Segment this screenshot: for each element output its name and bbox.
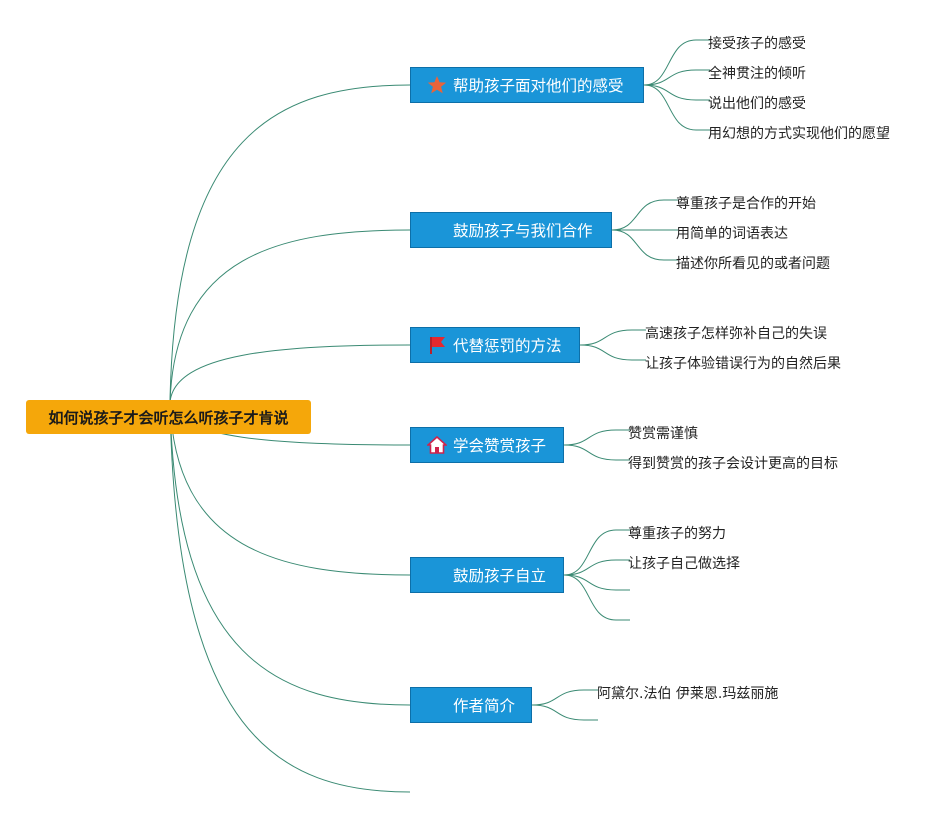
root-branch-connector xyxy=(169,401,411,576)
branch-topic-author[interactable]: 作者简介 xyxy=(410,687,532,723)
branch-leaf-connector xyxy=(579,344,646,361)
branch-leaf-connector xyxy=(563,574,630,621)
leaf-topic[interactable]: 全神贯注的倾听 xyxy=(708,66,806,82)
leaf-topic[interactable]: 尊重孩子的努力 xyxy=(628,526,726,542)
branch-leaf-connector xyxy=(531,689,598,706)
leaf-topic[interactable]: 用幻想的方式实现他们的愿望 xyxy=(708,126,890,142)
branch-leaf-connector xyxy=(563,574,630,591)
branch-leaf-connector xyxy=(643,84,710,101)
branch-leaf-connector xyxy=(563,429,630,446)
root-topic-label: 如何说孩子才会听怎么听孩子才肯说 xyxy=(48,408,289,427)
leaf-topic[interactable]: 用简单的词语表达 xyxy=(676,226,788,242)
branch-topic-praise[interactable]: 学会赞赏孩子 xyxy=(410,427,564,463)
branch-label: 帮助孩子面对他们的感受 xyxy=(453,77,624,95)
leaf-topic[interactable]: 得到赞赏的孩子会设计更高的目标 xyxy=(628,456,838,472)
leaf-topic[interactable]: 说出他们的感受 xyxy=(708,96,806,112)
root-branch-connector xyxy=(169,401,411,793)
house-icon xyxy=(427,435,447,455)
leaf-topic[interactable]: 赞赏需谨慎 xyxy=(628,426,698,442)
branch-leaf-connector xyxy=(563,444,630,461)
root-branch-connector xyxy=(169,401,411,706)
root-branch-connector xyxy=(169,344,411,403)
blank-icon xyxy=(427,220,447,240)
leaf-topic[interactable]: 接受孩子的感受 xyxy=(708,36,806,52)
blank-icon xyxy=(427,565,447,585)
branch-leaf-connector xyxy=(531,704,598,721)
branch-leaf-connector xyxy=(579,329,646,346)
branch-leaf-connector xyxy=(643,84,710,131)
branch-leaf-connector xyxy=(611,199,678,231)
branch-leaf-connector xyxy=(611,229,678,261)
leaf-topic[interactable]: 让孩子自己做选择 xyxy=(628,556,740,572)
branch-leaf-connector xyxy=(563,559,630,576)
branch-label: 作者简介 xyxy=(453,697,516,715)
leaf-topic[interactable]: 尊重孩子是合作的开始 xyxy=(676,196,816,212)
root-topic[interactable]: 如何说孩子才会听怎么听孩子才肯说 xyxy=(26,400,311,434)
branch-topic-feelings[interactable]: 帮助孩子面对他们的感受 xyxy=(410,67,644,103)
root-branch-connector xyxy=(169,84,411,403)
branch-topic-independence[interactable]: 鼓励孩子自立 xyxy=(410,557,564,593)
flag-icon xyxy=(427,335,447,355)
branch-topic-alternatives[interactable]: 代替惩罚的方法 xyxy=(410,327,580,363)
branch-leaf-connector xyxy=(643,69,710,86)
branch-leaf-connector xyxy=(643,39,710,86)
root-branch-connector xyxy=(169,229,411,403)
leaf-topic[interactable]: 高速孩子怎样弥补自己的失误 xyxy=(645,326,827,342)
branch-label: 代替惩罚的方法 xyxy=(453,337,562,355)
branch-topic-cooperation[interactable]: 鼓励孩子与我们合作 xyxy=(410,212,612,248)
blank-icon xyxy=(427,695,447,715)
leaf-topic[interactable]: 描述你所看见的或者问题 xyxy=(676,256,830,272)
leaf-topic[interactable]: 阿黛尔.法伯 伊莱恩.玛兹丽施 xyxy=(597,686,779,702)
leaf-topic[interactable]: 让孩子体验错误行为的自然后果 xyxy=(645,356,841,372)
branch-label: 鼓励孩子自立 xyxy=(453,567,547,585)
branch-label: 学会赞赏孩子 xyxy=(453,437,547,455)
branch-leaf-connector xyxy=(563,529,630,576)
star-icon xyxy=(427,75,447,95)
branch-label: 鼓励孩子与我们合作 xyxy=(453,222,593,240)
